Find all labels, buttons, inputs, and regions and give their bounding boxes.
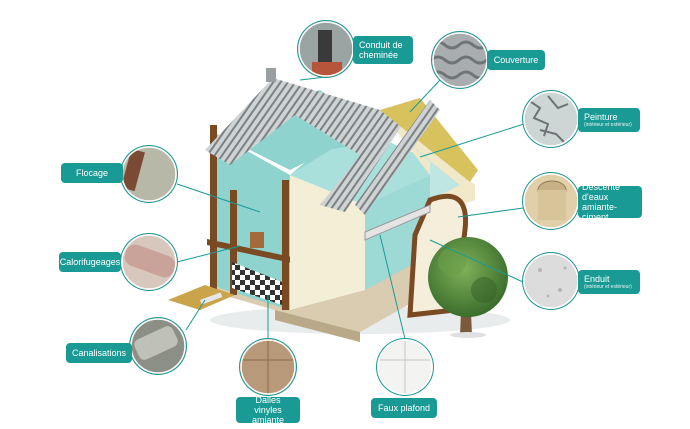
- callout-couverture-circle[interactable]: [431, 31, 489, 89]
- label-descente-line1: Descente: [582, 182, 621, 192]
- label-peinture[interactable]: Peinture (intérieur et extérieur): [578, 108, 640, 132]
- drain-pit: [168, 285, 235, 310]
- callout-descente-circle[interactable]: [522, 172, 580, 230]
- callout-calorifugeages-circle[interactable]: [120, 233, 178, 291]
- callout-enduit-circle[interactable]: [522, 252, 580, 310]
- label-descente-line2: d'eaux: [582, 192, 609, 202]
- label-dalles-vinyles[interactable]: Dalles vinyles amiante: [236, 395, 300, 425]
- label-enduit-sub: (intérieur et extérieur): [584, 284, 632, 290]
- label-enduit[interactable]: Enduit (intérieur et extérieur): [578, 270, 640, 294]
- label-fauxplafond-text: Faux plafond: [377, 403, 431, 413]
- label-dalles-line2: amiante: [251, 415, 285, 425]
- label-canalisations-text: Canalisations: [71, 348, 127, 358]
- callout-canalisations-circle[interactable]: [129, 317, 187, 375]
- label-peinture-text: Peinture: [584, 112, 618, 122]
- callout-conduit-circle[interactable]: [297, 20, 355, 78]
- roof: [205, 78, 420, 212]
- label-descente-line3: amiante-ciment: [582, 202, 618, 222]
- label-descente-eaux[interactable]: Descente d'eaux amiante-ciment: [578, 182, 642, 222]
- floor-beam: [207, 238, 293, 264]
- tree: [428, 237, 508, 338]
- callout-fauxplafond-circle[interactable]: [376, 338, 434, 396]
- connector-lines: [176, 76, 525, 340]
- callout-dalles-circle[interactable]: [239, 338, 297, 396]
- label-canalisations[interactable]: Canalisations: [66, 343, 132, 363]
- label-couverture-text: Couverture: [493, 55, 539, 65]
- label-calorifugeages-text: Calorifugeages: [59, 257, 121, 267]
- label-flocage[interactable]: Flocage: [61, 163, 123, 183]
- vinyl-floor-tiles: [232, 262, 282, 305]
- label-faux-plafond[interactable]: Faux plafond: [371, 398, 437, 418]
- callout-peinture-circle[interactable]: [522, 90, 580, 148]
- label-flocage-text: Flocage: [75, 168, 109, 178]
- label-conduit-line2: cheminée: [359, 50, 399, 60]
- false-ceiling: [364, 204, 431, 241]
- label-conduit-line1: Conduit de: [359, 40, 403, 50]
- callout-flocage-circle[interactable]: [120, 145, 178, 203]
- label-peinture-sub: (intérieur et extérieur): [584, 122, 632, 128]
- label-conduit-de-cheminee[interactable]: Conduit de cheminée: [353, 36, 413, 64]
- label-calorifugeages[interactable]: Calorifugeages: [59, 252, 121, 272]
- label-dalles-line1: Dalles vinyles: [254, 395, 282, 415]
- house-illustration: [168, 68, 478, 342]
- chimney: [266, 68, 276, 82]
- label-couverture[interactable]: Couverture: [487, 50, 545, 70]
- label-enduit-text: Enduit: [584, 274, 610, 284]
